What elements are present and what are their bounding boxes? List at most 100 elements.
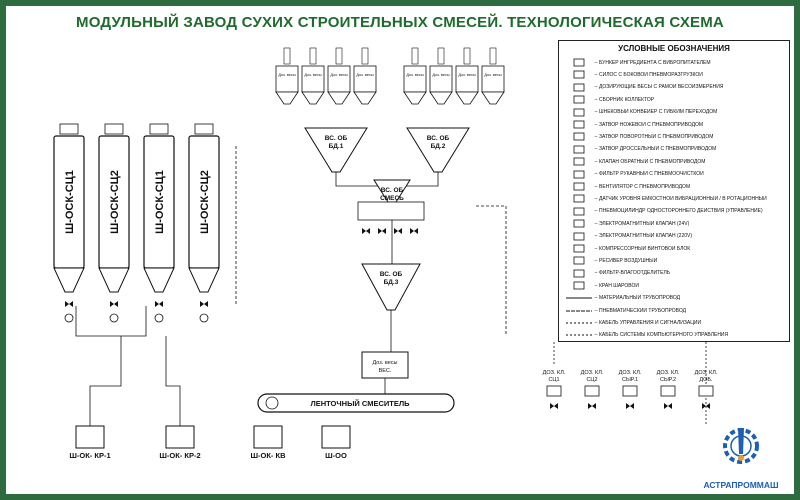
knife-gate-icon [565,120,593,130]
screw-conveyor-icon [199,313,209,323]
legend-separator: – [594,270,598,277]
rotary-gate-icon [565,132,593,142]
material-line [89,336,122,426]
legend-separator: – [594,257,598,264]
legend-separator: – [594,208,598,215]
bunker-filter-icon [489,47,497,65]
bunker-filter-icon [335,47,343,65]
gear-torch-icon [723,428,759,464]
dosing-valve-label: ДОЗ. КЛ. [695,370,718,376]
legend-item: –ЗАТВОР НОЖЕВОЙ С ПНЕВМОПРИВОДОМ [565,119,787,130]
ball-valve-icon [565,281,593,291]
legend-item-label: ПНЕВМОЦИЛИНДР ОДНОСТОРОННЕГО ДЕЙСТВИЯ (У… [599,208,763,215]
scale-label: ВС. ОБ [427,135,450,142]
bunker [429,65,453,93]
legend-item: –ВЕНТИЛЯТОР С ПНЕВМОПРИВОДОМ [565,181,787,192]
legend-separator: – [594,158,598,165]
dosing-weigher-label: ВЕС. [379,368,392,374]
torch-icon [738,428,744,454]
scale-hopper [304,127,368,173]
belt-mixer [257,393,455,413]
silo-filter-icon [194,123,214,135]
legend-item: –КАБЕЛЬ СИСТЕМЫ КОМПЬЮТЕРНОГО УПРАВЛЕНИЯ [565,330,787,341]
silo-gate-icon [110,301,118,307]
bunker-filter-icon [411,47,419,65]
bunker [403,65,427,93]
legend-separator: – [594,220,598,227]
feeder-unit [253,425,283,449]
legend-item-label: КЛАПАН ОБРАТНЫЙ С ПНЕВМОПРИВОДОМ [599,158,706,165]
legend-item-label: ЭЛЕКТРОМАГНИТНЫЙ КЛАПАН (220V) [599,233,693,240]
legend-item-label: СИЛОС С БОКОВОЙ ПНЕВМОРАЗГРУЗКОЙ [599,71,703,78]
dosing-valve-label: СЫР.1 [622,377,638,383]
bunker-filter-icon [309,47,317,65]
silo-label: Ш-ОСК-СЦ2 [199,170,211,234]
silo-gate-icon [200,301,208,307]
legend-item: –ФИЛЬТР РУКАВНЫЙ С ПНЕВМООЧИСТКОЙ [565,169,787,180]
bunker-cone [429,91,453,105]
bunker-filter-icon [361,47,369,65]
legend-item: –ДАТЧИК УРОВНЯ ЕМКОСТНОЙ ВИБРАЦИОННЫЙ / … [565,193,787,204]
dosing-valve-icon [664,403,672,409]
legend-separator: – [594,121,598,128]
legend-item: –КЛАПАН ОБРАТНЫЙ С ПНЕВМОПРИВОДОМ [565,156,787,167]
legend-item-label: ФИЛЬТР-ВЛАГООТДЕЛИТЕЛЬ [599,270,671,277]
feeder-unit [321,425,351,449]
dosing-valve-label: ДОЗ. КЛ. [543,370,566,376]
dosing-valve-label: СЦ2 [586,377,597,383]
legend-item-label: ЗАТВОР НОЖЕВОЙ С ПНЕВМОПРИВОДОМ [599,121,704,128]
bunker [353,65,377,93]
scale-label: ВС. ОБ [380,271,403,278]
silo-cone [143,267,175,293]
legend-separator: – [594,319,598,326]
screw-conveyor-icon [64,313,74,323]
bunker-label: Доз. весы [278,73,296,77]
company-logo-text: АСТРАПРОММАШ [703,480,779,490]
legend-item-label: КАБЕЛЬ УПРАВЛЕНИЯ И СИГНАЛИЗАЦИИ [599,319,702,326]
feeder-label: Ш-ОК- КР-1 [69,451,110,460]
legend-item: –ПНЕВМАТИЧЕСКИЙ ТРУБОПРОВОД [565,305,787,316]
bunker [301,65,325,93]
legend-title: УСЛОВНЫЕ ОБОЗНАЧЕНИЯ [618,44,730,53]
dosing-valve [622,385,638,397]
silo-label: Ш-ОСК-СЦ2 [109,170,121,234]
legend-item: –ЗАТВОР ПОВОРОТНЫЙ С ПНЕВМОПРИВОДОМ [565,131,787,142]
screw-conveyor-icon [109,313,119,323]
silo-label: Ш-ОСК-СЦ1 [64,170,76,234]
scale-label: ВС. ОБ [325,135,348,142]
legend-item: –КОМПРЕССОРНЫЙ ВИНТОВОЙ БЛОК [565,243,787,254]
dosing-valve-icon [626,403,634,409]
feeder-label: Ш-ОК- КВ [250,451,286,460]
silo-icon [565,70,593,80]
silo-filter-icon [59,123,79,135]
legend-separator: – [594,133,598,140]
bunker-cone [455,91,479,105]
bunker-filter-icon [463,47,471,65]
material-line [396,172,439,187]
legend-item-label: ДОЗИРУЮЩИЕ ВЕСЫ С РАМОЙ ВЕСОИЗМЕРЕНИЯ [599,84,724,91]
legend-separator: – [594,295,598,302]
feeder-unit [75,425,105,449]
scale-label: БД.2 [431,143,446,150]
bunker-cone [327,91,351,105]
collector-icon [565,95,593,105]
dosing-weigher [361,351,409,379]
legend-item-label: ПНЕВМАТИЧЕСКИЙ ТРУБОПРОВОД [599,307,687,314]
bunker-label: Доз. весы [406,73,424,77]
legend-separator: – [594,233,598,240]
material-line [335,172,386,187]
material-line [165,336,181,426]
bunker [481,65,505,93]
silo-cone [188,267,220,293]
dosing-valve-icon [702,403,710,409]
legend-item: –РЕСИВЕР ВОЗДУШНЫЙ [565,255,787,266]
dosing-valve-label: ДОБ. [699,377,713,383]
bag-filter-icon [565,169,593,179]
bunker-label: Доз. весы [304,73,322,77]
mixing-block [357,201,425,221]
legend-item-label: БУНКЕР ИНГРЕДИЕНТА С ВИБРОПИТАТЕЛЕМ [599,59,711,66]
feeder-unit [165,425,195,449]
bunker-icon [565,58,593,68]
mix-valve-icon [362,228,370,234]
